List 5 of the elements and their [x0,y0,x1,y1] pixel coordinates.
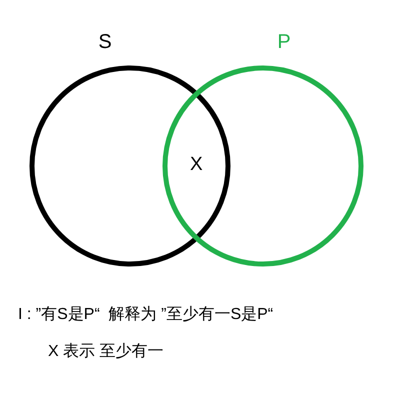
explanation-text: I : ”有S是P“ 解释为 ”至少有一S是P“ [18,305,274,324]
region-label: X [190,154,203,177]
set-label: S [98,30,112,54]
set-label: P [277,30,291,54]
explanation-text: X 表示 至少有一 [48,342,164,362]
